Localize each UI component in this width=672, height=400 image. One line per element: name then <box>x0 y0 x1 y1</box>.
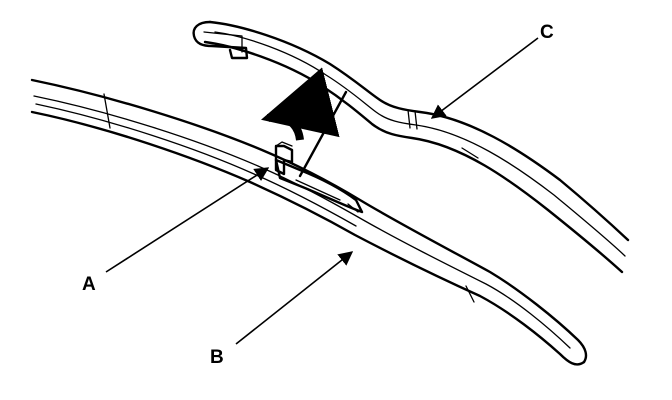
lock-tab-body <box>274 144 294 176</box>
leader-line-a <box>105 167 270 273</box>
wiper-blade-inner-line <box>35 103 357 227</box>
wiper-blade-segment-mark-2 <box>465 285 475 303</box>
wiper-blade-adapter-slot <box>295 179 359 213</box>
wiper-blade <box>30 78 588 366</box>
wiper-blade-adapter <box>274 158 364 214</box>
wiper-blade-bottom-edge <box>30 110 586 366</box>
wiper-arm-lower-edge <box>203 40 624 274</box>
wiper-arm-tick <box>461 147 479 159</box>
leader-line-b <box>235 251 354 345</box>
wiper-arm-ridge <box>214 31 626 257</box>
leader-line-c <box>430 37 539 119</box>
wiper-arm-upper-edge <box>208 20 630 242</box>
wiper-arm-band <box>407 109 418 130</box>
rotate-direction-arrow-icon <box>261 67 340 141</box>
wiper-arm <box>192 20 630 274</box>
callout-label-b: B <box>210 347 224 368</box>
wiper-arm-hook-inner <box>203 31 243 53</box>
callout-label-c: C <box>540 22 554 43</box>
wiper-arm-hook <box>192 20 249 60</box>
lock-tab-top <box>275 141 293 147</box>
callout-label-a: A <box>82 274 96 295</box>
wiper-blade-top-edge <box>30 78 588 364</box>
wiper-blade-spoiler-line <box>33 95 571 349</box>
wiper-blade-segment-mark-1 <box>103 93 111 129</box>
arm-to-blade-strut <box>298 90 348 178</box>
